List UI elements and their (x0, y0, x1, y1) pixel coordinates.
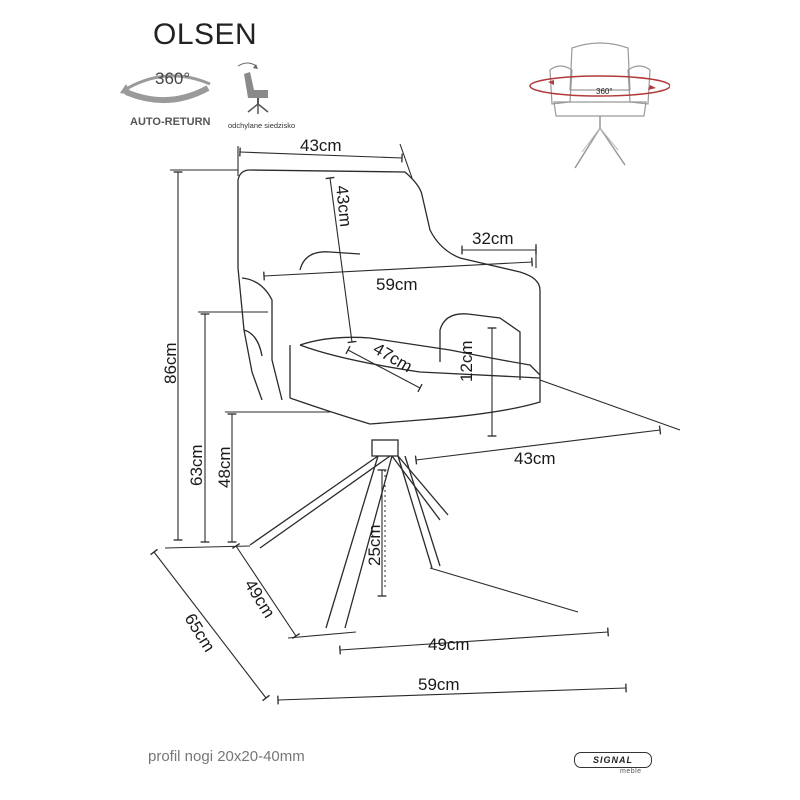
dim-total-height: 86cm (161, 342, 180, 384)
dim-leg-base-width: 49cm (428, 635, 470, 654)
dim-seat-width: 43cm (514, 449, 556, 468)
dim-seat-depth: 47cm (370, 339, 416, 376)
recline-chair-icon (237, 62, 269, 114)
dim-seat-height: 48cm (215, 446, 234, 488)
swivel-360-label: 360° (596, 87, 613, 96)
recline-label: odchylane siedzisko (228, 121, 296, 130)
dim-armrest-height: 12cm (457, 340, 476, 382)
dim-overall-depth: 65cm (181, 610, 219, 655)
dim-leg-height: 25cm (365, 524, 384, 566)
dim-seat-back-width: 43cm (300, 136, 342, 155)
dimension-lines (150, 143, 681, 705)
dimension-labels: 43cm 43cm 32cm 59cm 47cm 12cm 43cm 86cm … (161, 136, 556, 694)
dim-armrest-floor-height: 63cm (187, 444, 206, 486)
dim-overall-width-top: 59cm (376, 275, 418, 294)
leg-profile-note: profil nogi 20x20-40mm (148, 748, 305, 765)
auto-return-label: AUTO-RETURN (130, 116, 211, 128)
product-title: OLSEN (153, 18, 258, 51)
dim-backrest-height: 43cm (332, 184, 355, 227)
rotation-360-icon: 360° (120, 69, 211, 103)
dim-armrest-length: 32cm (472, 229, 514, 248)
dim-leg-base-depth: 49cm (241, 576, 279, 621)
chair-outline (237, 169, 541, 629)
brand-sub: meble (620, 768, 642, 775)
brand-logo: SIGNAL meble (574, 752, 654, 778)
brand-name: SIGNAL (574, 752, 652, 768)
swivel-chair-rear-view: 360° (529, 42, 670, 169)
rotation-360-label: 360° (155, 69, 190, 88)
dim-overall-width-bottom: 59cm (418, 675, 460, 694)
